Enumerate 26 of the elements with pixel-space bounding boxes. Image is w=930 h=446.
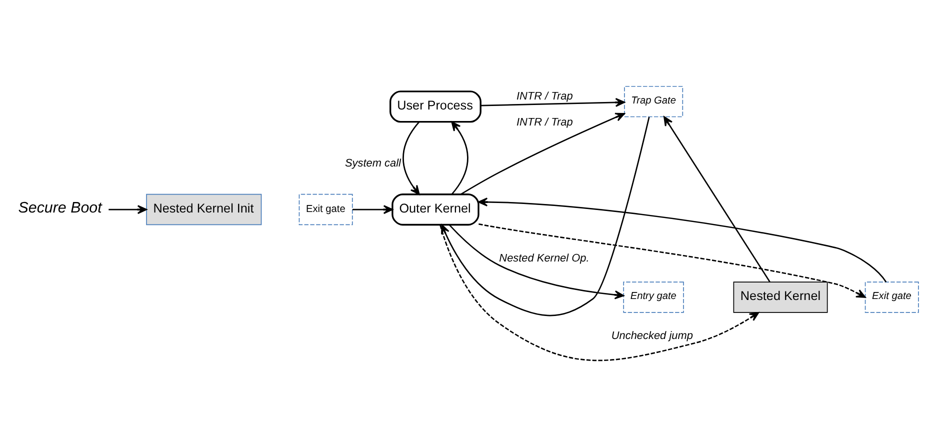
arrow: [478, 222, 866, 298]
node-box: Nested Kernel Init: [146, 193, 262, 225]
node-box: Exit gate: [864, 281, 919, 312]
node-box: Outer Kernel: [392, 193, 480, 226]
arrow: [352, 204, 393, 214]
edge-label: INTR / Trap: [516, 90, 573, 102]
arrow: [451, 120, 468, 194]
arrow: [441, 116, 650, 316]
edge-label: INTR / Trap: [516, 116, 573, 128]
node-box: User Process: [390, 90, 482, 122]
arrow: [478, 197, 887, 282]
node-box: Exit gate: [298, 193, 353, 225]
node-text: Secure Boot: [18, 198, 102, 216]
edge-label: Unchecked jump: [611, 329, 693, 342]
arrow: [108, 204, 148, 214]
arrow: [480, 97, 625, 106]
arrow: [664, 116, 770, 282]
node-box: Nested Kernel: [733, 281, 828, 312]
node-box: Entry gate: [623, 281, 684, 312]
arrow: [440, 224, 760, 360]
edge-label: System call: [344, 156, 401, 169]
arrow: [402, 121, 420, 194]
edge-label: Nested Kernel Op.: [499, 252, 590, 264]
node-box: Trap Gate: [624, 85, 684, 117]
arrow: [460, 112, 625, 194]
arrow: [448, 224, 624, 299]
